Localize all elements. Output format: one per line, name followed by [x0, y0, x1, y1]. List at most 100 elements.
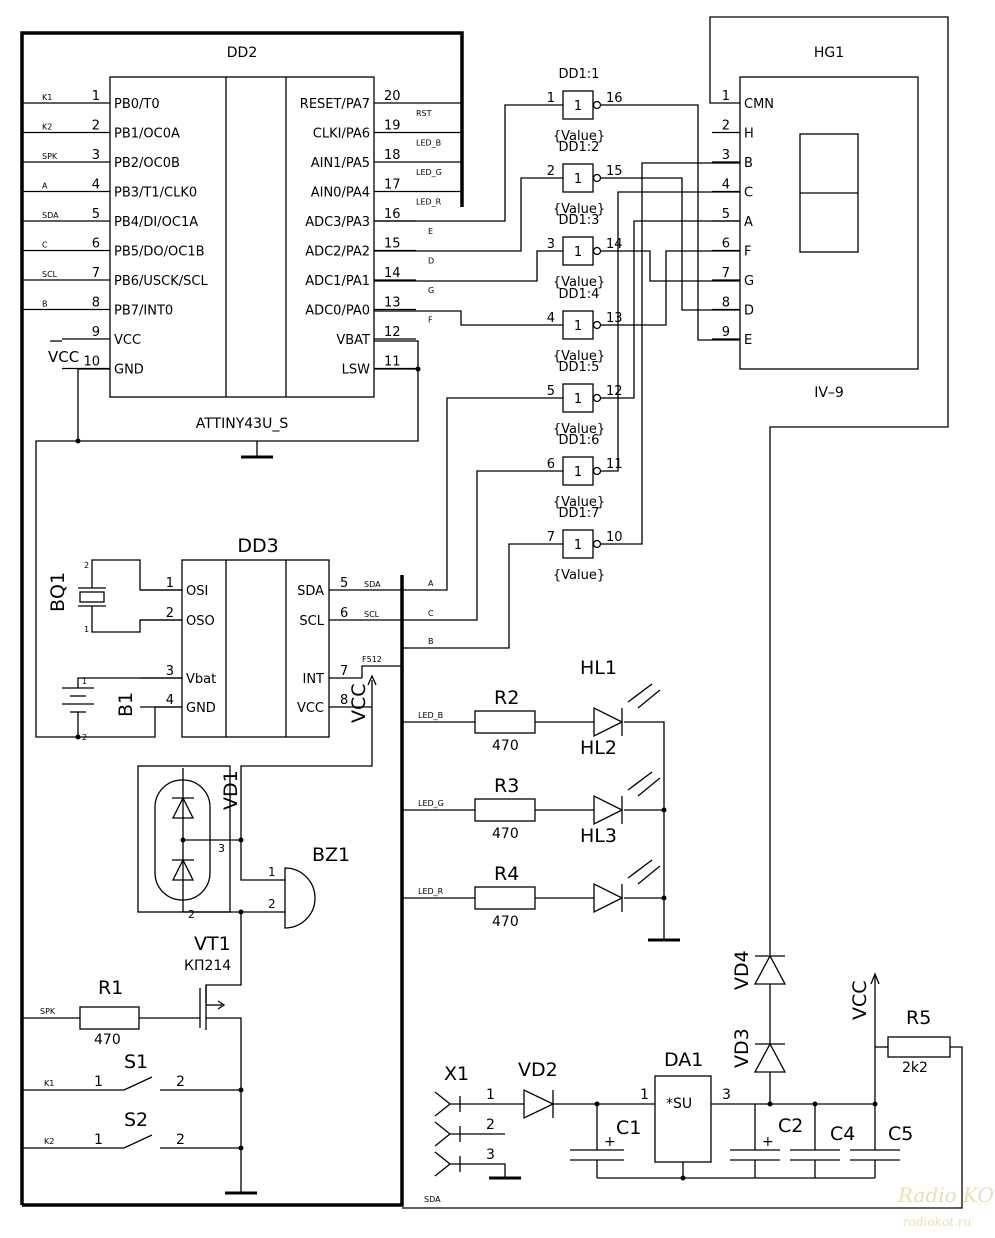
watermark-url: radiokot.ru	[903, 1215, 971, 1229]
dd1-to-hg1-wires	[611, 104, 740, 545]
led-resistor	[474, 798, 536, 822]
sda-net: SDA	[424, 1195, 441, 1204]
c5-ref: C5	[888, 1123, 913, 1145]
dd2-pin-net: K2	[42, 123, 52, 132]
dd3-pin-name: SCL	[299, 614, 324, 629]
svg-text:+: +	[604, 1134, 616, 1150]
da1-ref: DA1	[664, 1049, 703, 1071]
bq1-pin2: 2	[84, 561, 89, 570]
dd2-pin-num: 11	[384, 355, 401, 370]
led-resistor	[474, 710, 536, 734]
led-ref: HL2	[580, 737, 617, 759]
dd2-body	[109, 76, 375, 398]
dd1-gate-symbol: 1	[574, 172, 582, 187]
watermark: Radio KOT radiokot.ru	[897, 1183, 995, 1229]
hg1-pin-num: 3	[722, 148, 730, 163]
led-ray	[627, 683, 653, 703]
hg1-pin-name: D	[744, 304, 754, 319]
dd3-vcc-label: VCC	[348, 683, 370, 723]
r1-net: SPK	[40, 1007, 56, 1016]
dd2-pin-num: 20	[384, 89, 401, 104]
dd1-gate-ref: DD1:2	[559, 140, 600, 155]
dd2-ref: DD2	[227, 45, 257, 61]
hg1-part: IV–9	[814, 385, 844, 401]
dd3-pin-name: OSO	[186, 614, 215, 629]
dd3-pin-net: SDA	[364, 580, 381, 589]
dd2-pin-name: PB5/DO/OC1B	[114, 245, 205, 260]
dd2-pin-name: ADC1/PA1	[305, 274, 370, 289]
dd2-pin-net: G	[428, 286, 434, 295]
s1-pin1: 1	[94, 1074, 103, 1090]
dd3-pin-name: VCC	[297, 701, 324, 716]
dd2-pin-num: 3	[92, 148, 100, 163]
dd2-pin-net: A	[42, 182, 48, 191]
hg1-pin-name: E	[744, 333, 752, 348]
dd3-pin-name: Vbat	[186, 672, 216, 687]
dd2-pin-name: PB0/T0	[114, 97, 160, 112]
bq1-pin1: 1	[84, 625, 89, 634]
dd1-gate-out-pin: 15	[606, 164, 623, 179]
dd2-vcc-label: VCC	[48, 348, 79, 366]
dd1-gate-value: {Value}	[553, 129, 605, 144]
dd2-part: ATTINY43U_S	[196, 416, 289, 432]
x1-ref: X1	[444, 1063, 469, 1085]
dd2-pin-num: 5	[92, 207, 100, 222]
c2-ref: C2	[778, 1115, 803, 1137]
dd2-pin-name: PB4/DI/OC1A	[114, 215, 198, 230]
dd1-gate-in-pin: 5	[547, 384, 555, 399]
led-ray	[627, 771, 653, 791]
dd2-to-dd1-wires	[374, 104, 563, 326]
dd2-pin-num: 15	[384, 237, 401, 252]
x1-connector: X1 1 2 3	[434, 1063, 524, 1180]
r5-ref: R5	[906, 1007, 931, 1029]
left-bus	[20, 31, 464, 1205]
hg1-pin-name: A	[744, 215, 753, 230]
vd1-diodes: VD1 3 2	[137, 707, 373, 921]
r1-value: 470	[94, 1032, 121, 1048]
hg1-pin-num: 6	[722, 237, 730, 252]
dd3-pin-name: OSI	[186, 584, 208, 599]
hg1-pin-name: F	[744, 245, 751, 260]
right-bus	[22, 575, 404, 1207]
s2-pin1: 1	[94, 1132, 103, 1148]
x1-pin3: 3	[486, 1147, 495, 1163]
dd2-pin-num: 7	[92, 266, 100, 281]
dd1-gate-body	[562, 456, 594, 486]
hg1-ref: HG1	[814, 45, 844, 61]
dd2-pin-name: PB1/OC0A	[114, 127, 180, 142]
hg1-pin-name: B	[744, 156, 753, 171]
hg1-pin-num: 1	[722, 89, 730, 104]
hg1-pin-num: 8	[722, 296, 730, 311]
dd2-pin-name: PB7/INT0	[114, 304, 173, 319]
dd1-gate-in-pin: 2	[547, 164, 555, 179]
hg1-pin-num: 9	[722, 325, 730, 340]
led-ray	[637, 777, 661, 797]
dd3-pin-net: F512	[362, 655, 382, 664]
dd1-gate-bubble	[592, 100, 602, 110]
dd3-body	[181, 559, 330, 738]
dd3-pin-num: 8	[340, 693, 348, 708]
b1-ref: B1	[115, 692, 137, 717]
dd2-pin-net: SPK	[42, 152, 58, 161]
dd2-pin-net: F	[428, 316, 433, 325]
c4-ref: C4	[830, 1123, 855, 1145]
bq1-crystal: BQ1 2 1	[47, 559, 182, 634]
bz1-pin1: 1	[268, 865, 276, 879]
led-net: LED_G	[418, 799, 444, 808]
b1-battery: B1 1 2	[62, 677, 182, 742]
hg1-pin-num: 4	[722, 178, 730, 193]
dd2-pin-name: ADC3/PA3	[305, 215, 370, 230]
bus-net-b: B	[428, 637, 434, 646]
led-diode	[593, 794, 624, 826]
dd2-pin-net: E	[428, 227, 433, 236]
dd2-pin-net: SCL	[42, 270, 58, 279]
bz1-ref: BZ1	[312, 844, 350, 866]
led-res-ref: R2	[494, 687, 519, 709]
dd1-gate-value: {Value}	[553, 349, 605, 364]
r5-value: 2k2	[902, 1060, 928, 1076]
